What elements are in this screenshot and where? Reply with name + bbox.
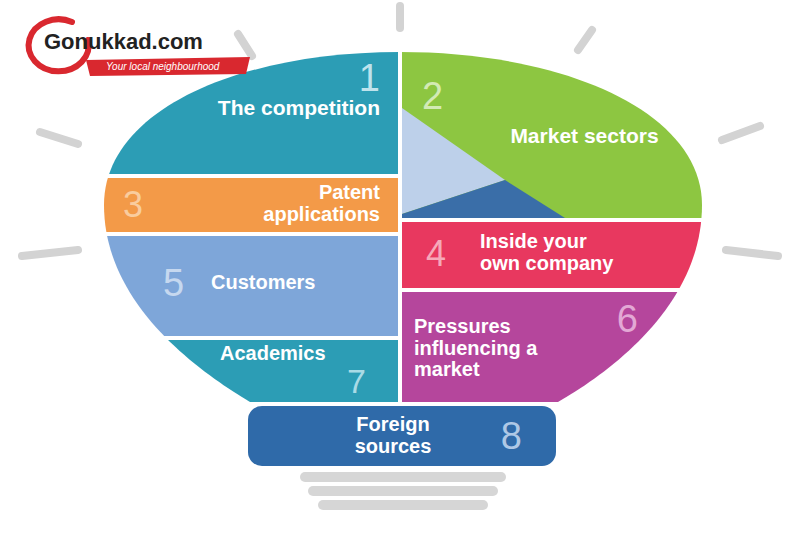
- screw-thread: [300, 472, 506, 510]
- logo-tagline: Your local neighbourhood: [106, 61, 219, 72]
- segment-label: Academics: [220, 343, 370, 365]
- bulb-segments: [100, 48, 707, 404]
- bulb-segment: 2Market sectors: [402, 55, 700, 218]
- bulb-segment: 6 Pressures influencing a market: [402, 292, 660, 400]
- bulb-segment: 1The competition: [108, 55, 398, 174]
- bulb-segment: 5 Customers: [105, 236, 398, 336]
- segment-label: Inside your own company: [480, 231, 630, 274]
- callout-number: 4: [426, 236, 446, 272]
- bulb-segment: 3 Patent applications: [105, 178, 398, 232]
- segment-label: Customers: [211, 272, 381, 294]
- bulb-segment: 4 Inside your own company: [402, 222, 695, 288]
- callout-number: 8: [501, 417, 522, 455]
- segment-label: Patent applications: [230, 182, 380, 225]
- segment-label: Pressures influencing a market: [414, 316, 594, 381]
- callout-number: 6: [617, 300, 638, 338]
- callout-number: 7: [347, 364, 366, 398]
- callout-number: 5: [163, 264, 184, 302]
- light-rays: [22, 6, 778, 256]
- segment-label: The competition: [190, 97, 380, 120]
- callout-number: 1: [359, 59, 380, 97]
- logo-banner: [86, 57, 250, 76]
- bulb-base: [248, 406, 556, 466]
- segment-label: Foreign sources: [318, 414, 468, 457]
- callout-number: 2: [422, 77, 443, 115]
- segment-label: Market sectors: [497, 125, 672, 148]
- callout-number: 3: [123, 187, 143, 223]
- logo-text: Gonukkad.com: [44, 30, 203, 54]
- bulb-segment: 7Academics: [190, 340, 398, 400]
- bulb-segment: 8 Foreign sources: [248, 406, 556, 466]
